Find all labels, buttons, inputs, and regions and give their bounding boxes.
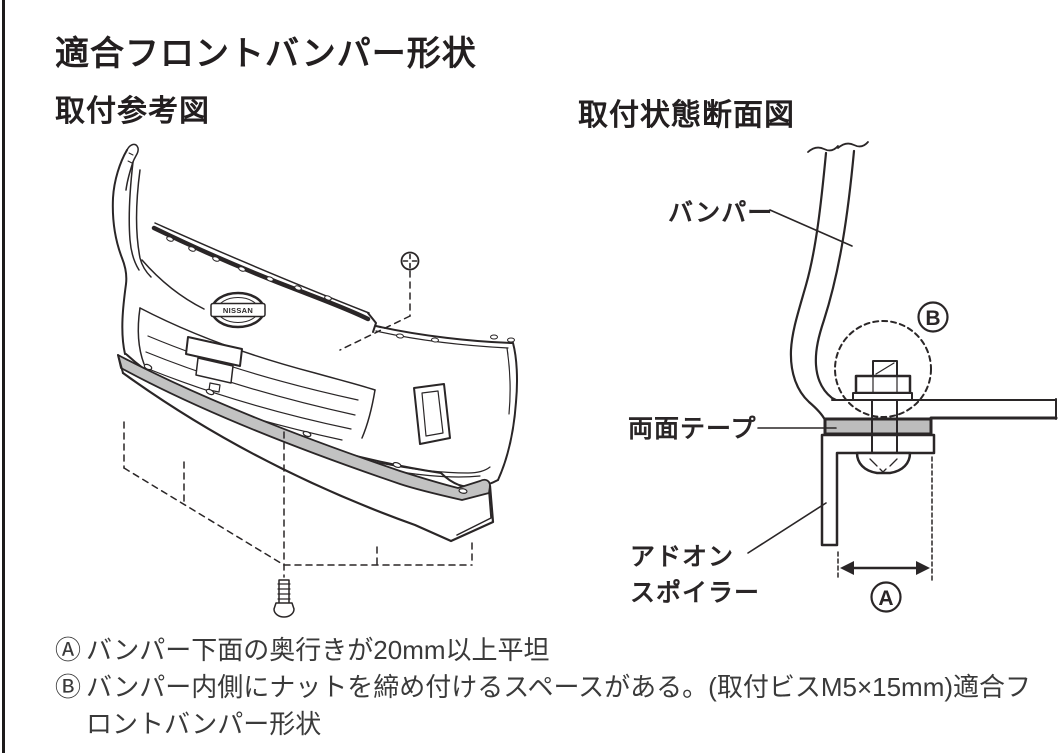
license-plate-mount [185,336,243,367]
footnote-a-text: バンパー下面の奥行きが20mm以上平坦 [86,635,550,665]
lip-spoiler [117,354,495,543]
footnote-a-marker: Ⓐ [55,635,82,665]
footnote-b-text: バンパー内側にナットを締め付けるスペースがある。(取付ビスM5×15mm)適合フ [86,672,1032,702]
callout-a-circle [870,581,902,613]
bumper-lower-flange-plate [826,398,1058,420]
dimension-a: A [837,456,933,613]
footnote-b-marker: Ⓑ [55,672,82,702]
bumper-top-edge [151,222,514,349]
bolt-shaft [871,399,898,454]
nut-and-washer [852,360,913,401]
callout-b: B [917,301,949,333]
bolt-head [855,451,912,475]
label-tape: 両面テープ [628,415,757,443]
lower-grille [137,307,376,441]
footnote-b-continued: ロントバンパー形状 [55,706,1031,743]
label-spoiler-line2: スポイラー [630,578,760,607]
screw-icon-top [400,251,420,271]
callout-b-label: B [925,307,940,330]
fender-edge [111,143,205,355]
nissan-badge: NISSAN [210,291,266,329]
label-spoiler-line1: アドオン [630,543,734,571]
screw-icon-bottom [273,579,295,618]
callout-a-label: A [878,587,893,610]
page-border-line [2,0,5,753]
left-figure-heading: 取付参考図 [55,95,210,128]
page-title: 適合フロントバンパー形状 [55,35,477,73]
side-vent [413,383,451,445]
spoiler-tape-strip [117,354,491,501]
bumper-reference-illustration: NISSAN [111,143,518,618]
label-bumper: バンパー [668,199,773,227]
footnote-b-continued-text: ロントバンパー形状 [86,709,322,739]
right-figure-heading: 取付状態断面図 [578,99,795,132]
projection-dashed-lines [123,270,473,578]
cross-section-diagram: A B バンパー 両面テープ アドオン スポイラー [628,141,1058,613]
addon-spoiler-section [820,433,936,547]
leader-lines [747,209,853,554]
double-sided-tape [823,417,933,436]
detail-b-dashed-circle [834,320,932,418]
badge-text: NISSAN [223,306,253,315]
callout-b-circle [917,301,949,333]
screw-holes-top [166,236,515,343]
